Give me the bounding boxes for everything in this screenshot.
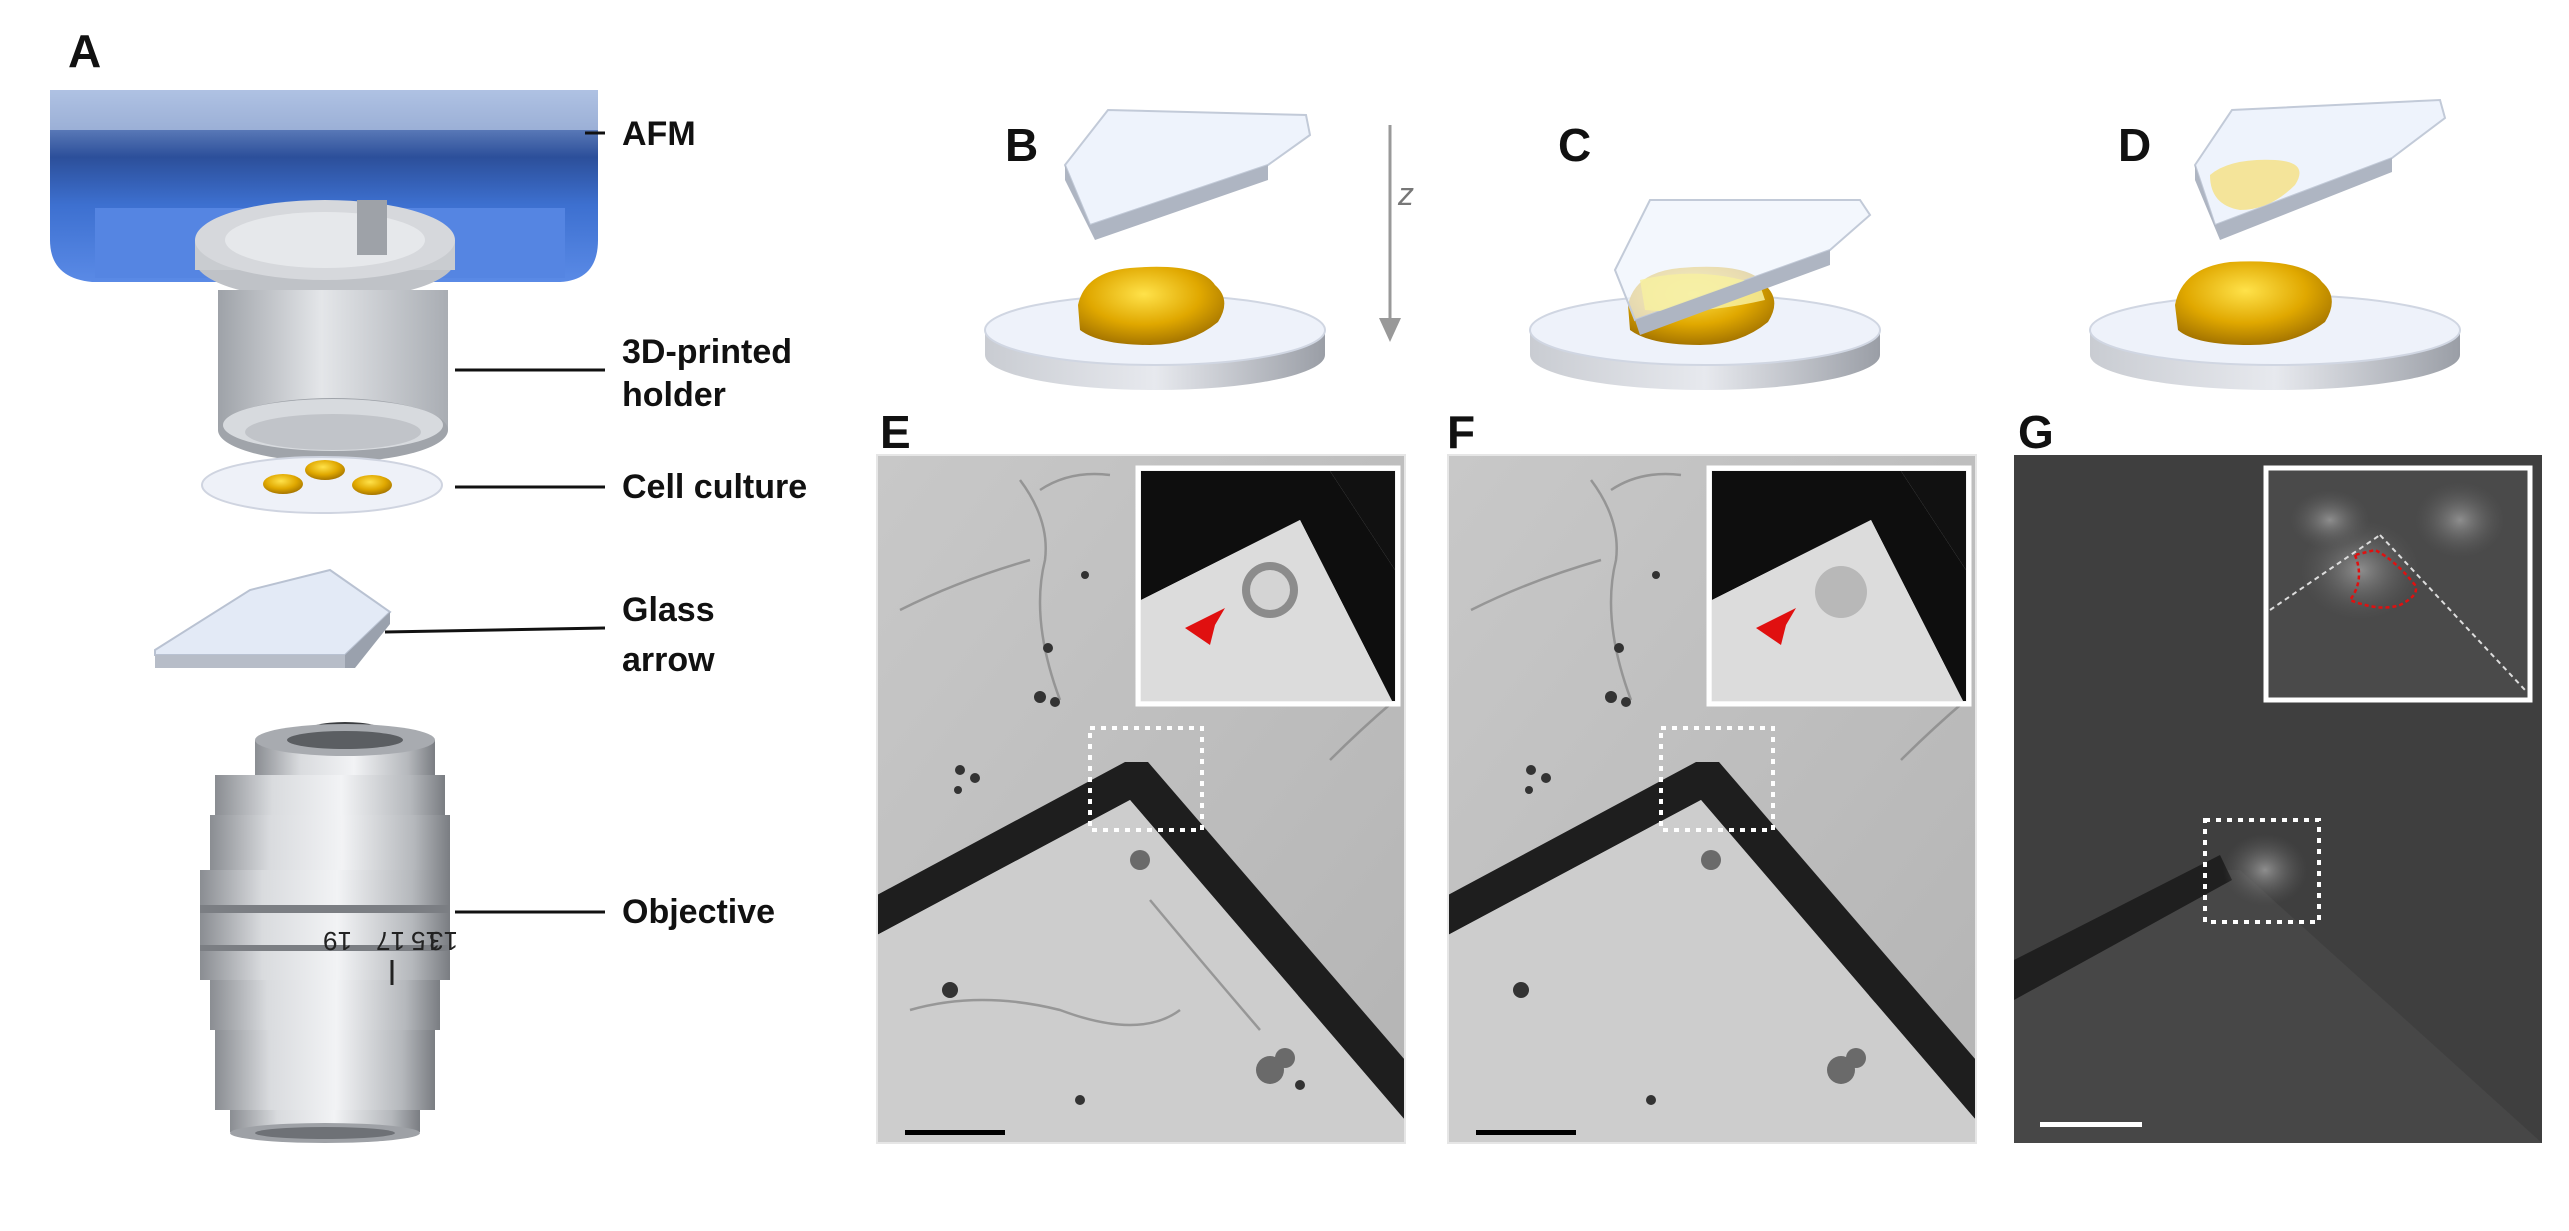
objective-lens: 19 17 15 13 bbox=[200, 722, 458, 1143]
panel-g-roi-box bbox=[2203, 818, 2321, 924]
label-cell-culture: Cell culture bbox=[622, 468, 808, 506]
objective-scale-13: 13 bbox=[429, 926, 458, 956]
label-holder-line2: holder bbox=[622, 376, 726, 414]
holder-3d-printed bbox=[195, 200, 455, 462]
panel-f-roi-box bbox=[1659, 726, 1775, 832]
panel-e-scale-bar bbox=[905, 1130, 1005, 1135]
z-axis bbox=[1379, 125, 1401, 342]
panel-label-a: A bbox=[68, 25, 102, 77]
glass-arrow-3d bbox=[154, 568, 392, 668]
z-axis-label: z bbox=[1398, 176, 1414, 212]
panel-g-scale-bar bbox=[2040, 1122, 2142, 1127]
panel-g-fluorescence bbox=[2014, 455, 2542, 1143]
culture-dish bbox=[201, 456, 443, 514]
panel-label-g: G bbox=[2018, 406, 2054, 458]
panel-label-f: F bbox=[1447, 406, 1476, 458]
panel-d-retract bbox=[2089, 98, 2461, 390]
panel-label-d: D bbox=[2118, 119, 2152, 171]
panel-e-arrowhead bbox=[1185, 608, 1225, 645]
panel-e-inset bbox=[1135, 465, 1401, 707]
panel-label-c: C bbox=[1558, 119, 1592, 171]
label-holder-line1: 3D-printed bbox=[622, 333, 792, 371]
panel-label-b: B bbox=[1005, 119, 1039, 171]
panel-f-inset bbox=[1706, 465, 1972, 707]
label-glass-arrow-line1: Glass bbox=[622, 591, 715, 629]
label-afm: AFM bbox=[622, 115, 696, 153]
panel-b-approach bbox=[984, 108, 1326, 390]
objective-scale-17: 17 bbox=[376, 926, 405, 956]
panel-a-setup: 19 17 15 13 bbox=[50, 90, 606, 1143]
panel-g-inset bbox=[2263, 465, 2533, 703]
panel-c-contact bbox=[1529, 199, 1881, 390]
objective-scale-15: 15 bbox=[411, 926, 440, 956]
panel-f-arrowhead bbox=[1756, 608, 1796, 645]
label-objective: Objective bbox=[622, 893, 776, 931]
panel-label-e: E bbox=[880, 406, 911, 458]
leader-lines bbox=[384, 131, 606, 914]
objective-scale-19: 19 bbox=[323, 926, 352, 956]
panel-e-roi-box bbox=[1088, 726, 1204, 832]
panel-f-scale-bar bbox=[1476, 1130, 1576, 1135]
label-glass-arrow-line2: arrow bbox=[622, 641, 715, 679]
panel-g-cell-outline bbox=[2348, 548, 2418, 609]
